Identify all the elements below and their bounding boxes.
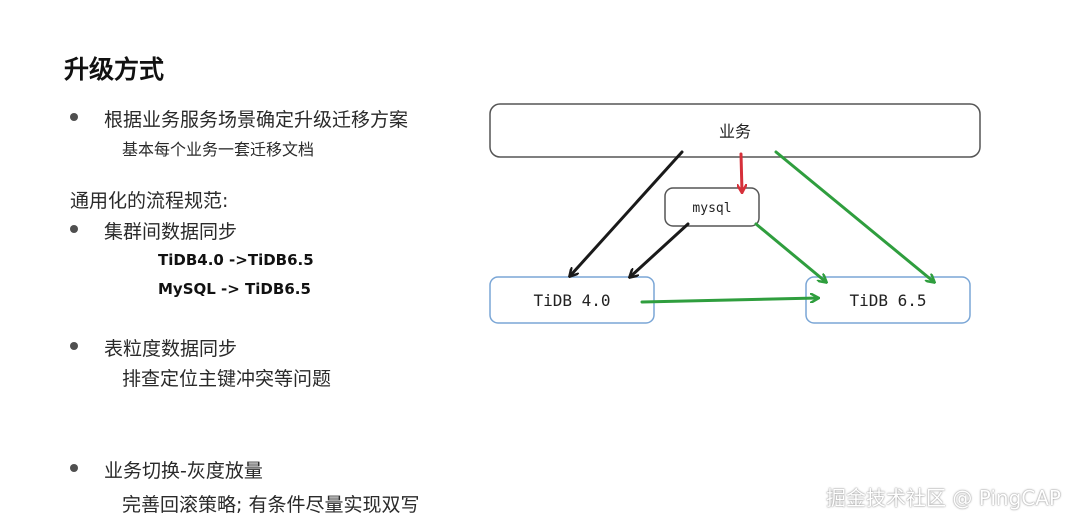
arrow-tidb40-to-tidb65 xyxy=(640,298,818,304)
arrow-mysql-to-tidb65 xyxy=(754,222,826,282)
tidb65-label: TiDB 6.5 xyxy=(849,291,926,310)
page-title: 升级方式 xyxy=(64,55,165,84)
bullet-upgrade-plan: 根据业务服务场景确定升级迁移方案 xyxy=(104,109,409,131)
bullet-gray-release-sub: 完善回滚策略; 有条件尽量实现双写 xyxy=(122,494,420,516)
watermark: 掘金技术社区 @ PingCAP xyxy=(826,486,1061,510)
sync-item-mysql: MySQL -> TiDB6.5 xyxy=(158,280,311,298)
section-label: 通用化的流程规范: xyxy=(70,190,229,212)
bullet-upgrade-plan-sub: 基本每个业务一套迁移文档 xyxy=(122,140,315,159)
bullet-table-sync: 表粒度数据同步 xyxy=(104,338,238,360)
arrow-mysql-to-tidb40 xyxy=(630,222,690,277)
tidb40-label: TiDB 4.0 xyxy=(533,291,610,310)
arrow-business-to-mysql xyxy=(741,152,742,192)
sync-item-tidb: TiDB4.0 ->TiDB6.5 xyxy=(158,251,314,269)
mysql-box xyxy=(664,187,760,227)
bullet-dot xyxy=(70,225,78,233)
bullet-gray-release: 业务切换-灰度放量 xyxy=(104,460,263,482)
bullet-table-sync-sub: 排查定位主键冲突等问题 xyxy=(122,368,332,390)
tidb65-box xyxy=(805,276,971,324)
business-label: 业务 xyxy=(719,122,751,141)
bullet-dot xyxy=(70,464,78,472)
bullet-dot xyxy=(70,342,78,350)
mysql-label: mysql xyxy=(692,201,731,216)
arrow-business-to-tidb65 xyxy=(774,150,934,282)
business-box xyxy=(489,103,981,158)
bullet-cluster-sync: 集群间数据同步 xyxy=(104,221,238,243)
bullet-dot xyxy=(70,113,78,121)
arrow-business-to-tidb40 xyxy=(570,150,684,276)
